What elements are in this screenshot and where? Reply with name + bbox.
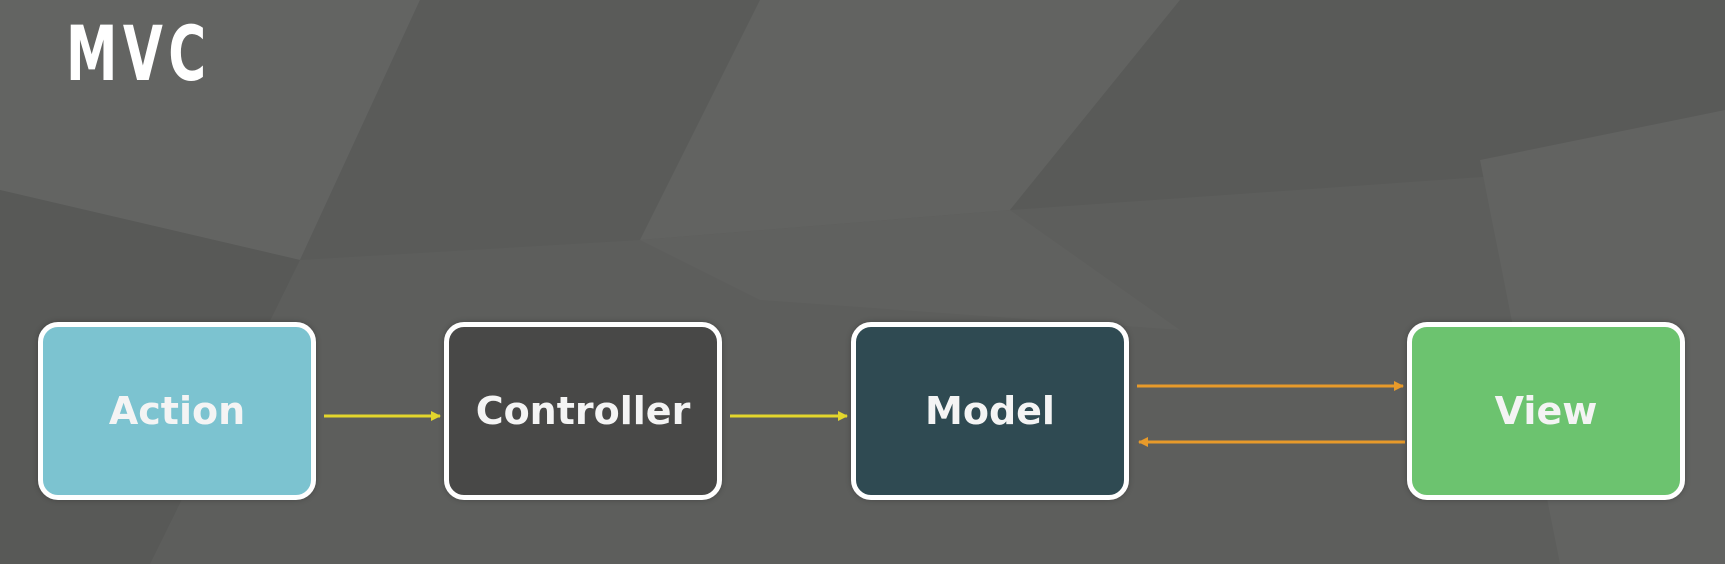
- controller-node-label: Controller: [475, 389, 691, 433]
- page-title: MVC: [66, 9, 212, 98]
- action-node: Action: [38, 322, 316, 500]
- view-node-label: View: [1494, 389, 1598, 433]
- action-node-label: Action: [108, 389, 246, 433]
- model-node: Model: [851, 322, 1129, 500]
- controller-node: Controller: [444, 322, 722, 500]
- model-node-label: Model: [925, 389, 1055, 433]
- view-node: View: [1407, 322, 1685, 500]
